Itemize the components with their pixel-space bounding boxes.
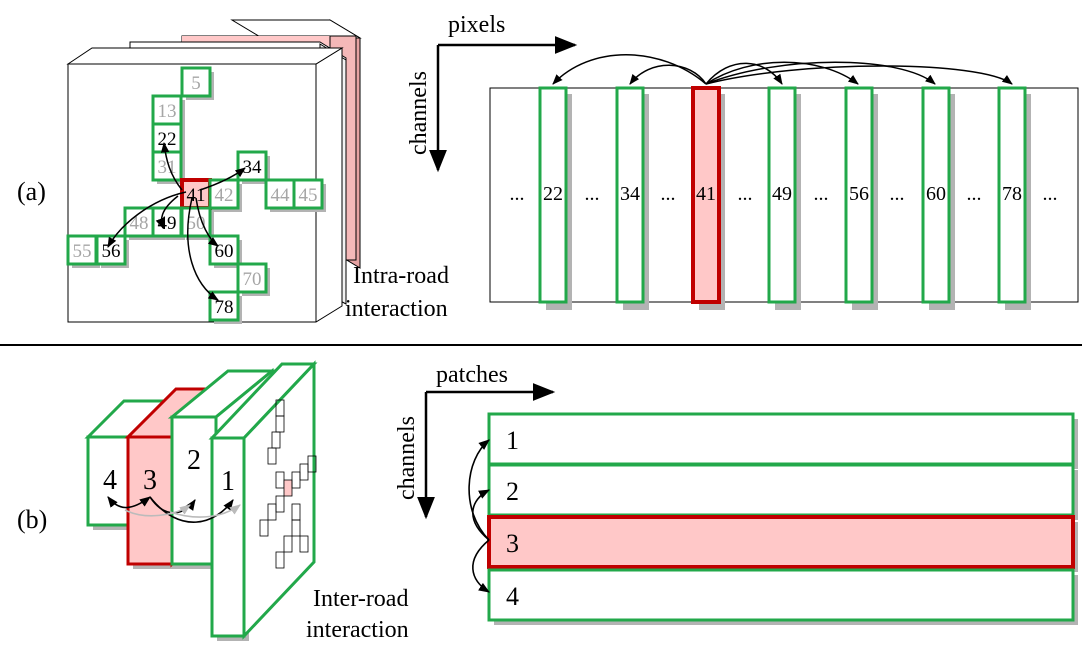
pixel-column-label: 41: [696, 183, 716, 205]
patch-row-label: 4: [506, 582, 519, 611]
grid-cell-label: 48: [130, 213, 149, 234]
pixel-column-60: 60: [921, 86, 955, 310]
grid-cell-label: 45: [299, 185, 318, 206]
ellipsis: ...: [967, 183, 982, 205]
grid-cell-label: 70: [243, 269, 262, 290]
pixel-column-22: 22: [538, 86, 572, 310]
grid-cell-56: 56: [95, 234, 129, 268]
panel-b-caption-line1: Inter-road: [313, 586, 408, 612]
patch-rows: 1 2 3 4: [487, 412, 1078, 625]
grid-cell-label: 60: [215, 241, 234, 262]
patch-row-label: 3: [506, 529, 519, 558]
patch-slab-label: 4: [103, 465, 117, 496]
grid-cell-78: 78: [208, 290, 242, 324]
panel-a-axes: pixels channels: [406, 12, 578, 173]
row-arrows: [468, 439, 490, 593]
pixel-column-label: 60: [926, 183, 946, 205]
ellipsis: ...: [738, 183, 753, 205]
grid-cell-34: 34: [236, 150, 270, 184]
patch-row-label: 1: [506, 426, 519, 455]
intra-arrows: [107, 141, 246, 301]
pixel-columns: 22 34 41 49 56 60 78: [538, 86, 1031, 310]
axis-x-label-patches: patches: [436, 362, 508, 388]
pixel-column-label: 34: [620, 183, 640, 205]
ellipsis: ...: [661, 183, 676, 205]
pixel-column-label: 22: [543, 183, 563, 205]
ellipsis: ...: [585, 183, 600, 205]
grid-cell-label: 13: [158, 101, 177, 122]
grid-cell-label: 78: [215, 297, 234, 318]
ellipsis: ...: [890, 183, 905, 205]
patch-slab-1: 1: [208, 360, 318, 641]
patch-row-label: 2: [506, 477, 519, 506]
panel-b-axes: patches channels: [394, 362, 556, 520]
panel-b-caption-line2: interaction: [306, 617, 409, 643]
pixel-column-label: 56: [849, 183, 869, 205]
panel-a-caption-line2: interaction: [345, 296, 448, 322]
column-arcs: [552, 54, 1013, 85]
column-ellipses: ........................: [510, 183, 1058, 205]
patch-slab-label: 3: [143, 465, 157, 496]
grid-cell-label: 42: [215, 185, 234, 206]
grid-cell-label: 22: [158, 129, 177, 150]
patch-row-4: 4: [487, 568, 1078, 625]
ellipsis: ...: [814, 183, 829, 205]
ellipsis: ...: [1043, 183, 1058, 205]
mini-road-grid: [259, 399, 317, 569]
panel-a-label: (a): [17, 177, 46, 206]
pixel-column-49: 49: [767, 86, 801, 310]
ellipsis: ...: [510, 183, 525, 205]
grid-cell-70: 70: [236, 262, 270, 296]
pixel-column-label: 49: [772, 183, 792, 205]
feature-map-stack: [66, 19, 362, 323]
axis-y-label-channels-a: channels: [406, 71, 432, 155]
pixel-column-56: 56: [844, 86, 878, 310]
grid-cell-label: 5: [191, 73, 201, 94]
axis-x-label-pixels: pixels: [448, 12, 505, 38]
grid-cell-label: 34: [243, 157, 263, 178]
patch-row-1: 1: [487, 412, 1078, 469]
pixel-column-34: 34: [615, 86, 649, 310]
panel-a-caption-line1: Intra-road: [353, 263, 449, 289]
grid-cell-label: 55: [73, 241, 92, 262]
grid-cell-45: 45: [292, 178, 326, 212]
pixel-column-41: 41: [691, 86, 725, 310]
patch-slab-label: 1: [221, 466, 235, 497]
patch-row-2: 2: [487, 463, 1078, 520]
patch-row-3: 3: [487, 515, 1078, 572]
grid-cell-label: 56: [102, 241, 121, 262]
inter-arrows: [107, 496, 241, 523]
grid-cell-label: 49: [158, 213, 177, 234]
grid-cell-label: 41: [187, 185, 206, 206]
grid-cell-49: 49: [151, 206, 185, 240]
panel-b-label: (b): [17, 505, 47, 534]
patch-slab-label: 2: [187, 445, 201, 476]
grid-cell-label: 44: [271, 185, 291, 206]
pixel-column-78: 78: [997, 86, 1031, 310]
grid-cell-5: 5: [180, 66, 214, 100]
axis-y-label-channels-b: channels: [394, 416, 420, 500]
grid-cell-55: 55: [66, 234, 100, 268]
pixel-column-label: 78: [1002, 183, 1022, 205]
